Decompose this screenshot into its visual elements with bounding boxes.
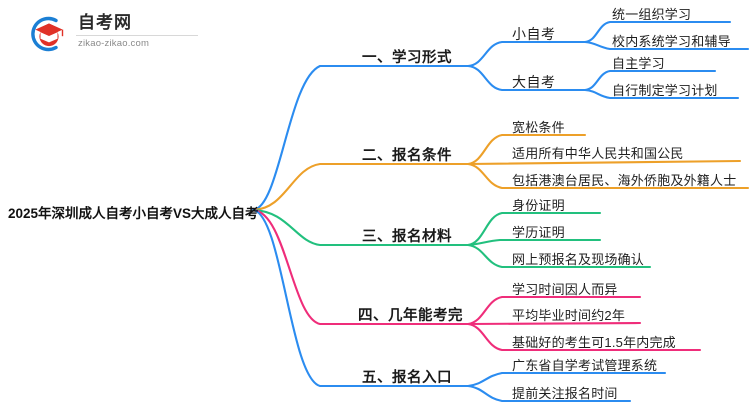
leaf-node[interactable]: 身份证明 (512, 198, 565, 213)
site-logo: 自考网 zikao-zikao.com (26, 10, 206, 58)
leaf-node[interactable]: 网上预报名及现场确认 (512, 252, 645, 267)
root-node[interactable]: 2025年深圳成人自考小自考VS大成人自考 (8, 206, 259, 221)
branch-node-4[interactable]: 四、几年能考完 (358, 308, 463, 324)
logo-name: 自考网 (78, 13, 132, 32)
leaf-node[interactable]: 学习时间因人而异 (512, 282, 618, 297)
leaf-node[interactable]: 自主学习 (612, 56, 665, 71)
leaf-node[interactable]: 广东省自学考试管理系统 (512, 358, 658, 373)
leaf-node[interactable]: 学历证明 (512, 225, 565, 240)
sub-node-dazikao[interactable]: 大自考 (512, 74, 556, 90)
branch-node-1[interactable]: 一、学习形式 (362, 50, 452, 66)
leaf-node[interactable]: 适用所有中华人民共和国公民 (512, 146, 684, 161)
leaf-node[interactable]: 包括港澳台居民、海外侨胞及外籍人士 (512, 173, 737, 188)
leaf-node[interactable]: 平均毕业时间约2年 (512, 308, 626, 323)
branch-node-3[interactable]: 三、报名材料 (362, 229, 452, 245)
leaf-node[interactable]: 宽松条件 (512, 120, 565, 135)
graduation-cap-icon (26, 12, 70, 56)
branch-node-2[interactable]: 二、报名条件 (362, 148, 452, 164)
leaf-node[interactable]: 统一组织学习 (612, 7, 692, 22)
branch-node-5[interactable]: 五、报名入口 (362, 370, 452, 386)
leaf-node[interactable]: 提前关注报名时间 (512, 386, 618, 401)
leaf-node[interactable]: 校内系统学习和辅导 (612, 34, 731, 49)
logo-divider (76, 35, 198, 36)
sub-node-xiaozikao[interactable]: 小自考 (512, 26, 556, 42)
leaf-node[interactable]: 自行制定学习计划 (612, 83, 718, 98)
logo-url: zikao-zikao.com (78, 38, 150, 49)
logo-wordmark: 自考网 zikao-zikao.com (76, 13, 206, 50)
leaf-node[interactable]: 基础好的考生可1.5年内完成 (512, 335, 676, 350)
